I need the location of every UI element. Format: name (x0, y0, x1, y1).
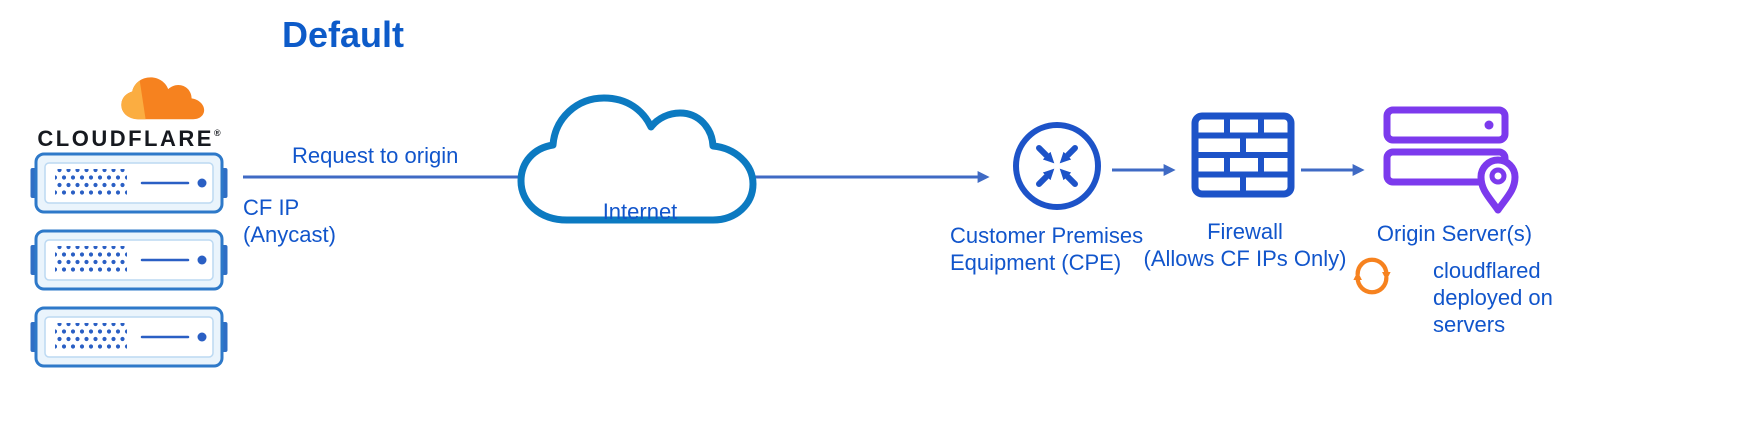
origin-server-icon (1383, 106, 1519, 214)
firewall-label: Firewall (Allows CF IPs Only) (1143, 219, 1347, 271)
cloudflare-server-icon (30, 306, 228, 368)
cloudflared-sync-icon (1353, 257, 1391, 295)
location-pin-icon (1477, 156, 1519, 214)
cloudflared-label: cloudflared deployed on servers (1433, 258, 1553, 337)
cpe-label: Customer Premises Equipment (CPE) (950, 223, 1144, 275)
cloudflare-logo-text: CLOUDFLARE (37, 126, 214, 151)
cloudflare-server-icon (30, 152, 228, 214)
firewall-icon (1191, 112, 1295, 198)
registered-trademark: ® (213, 128, 221, 138)
request-to-origin-label: Request to origin (292, 143, 459, 168)
cloudflare-logo-wordmark: CLOUDFLARE® (28, 126, 230, 152)
cpe-router-icon (1013, 122, 1101, 210)
cloudflare-cloud-icon (121, 77, 205, 120)
diagram-title: Default (282, 14, 405, 55)
cf-ip-anycast-label: CF IP (Anycast) (243, 195, 336, 247)
internet-cloud-icon (517, 94, 757, 224)
origin-server-label: Origin Server(s) (1376, 221, 1533, 246)
cloudflare-server-icon (30, 229, 228, 291)
internet-label: Internet (602, 199, 678, 224)
